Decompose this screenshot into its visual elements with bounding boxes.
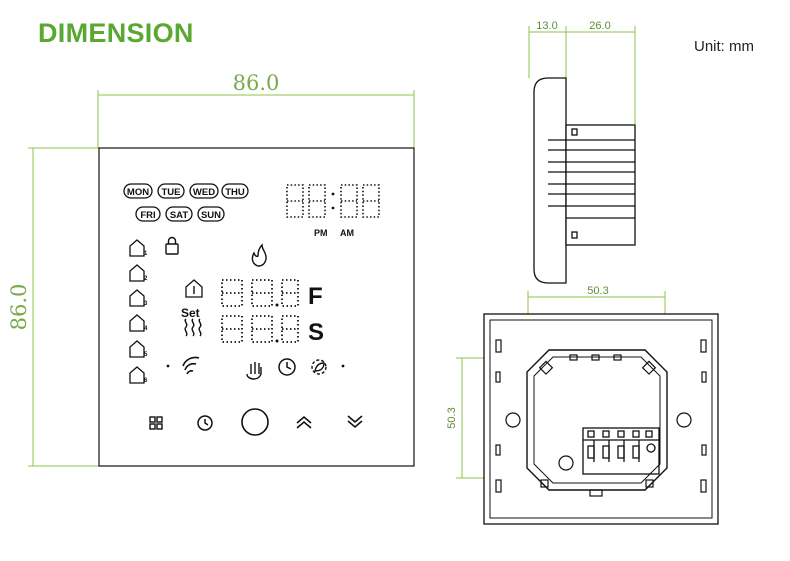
temperature-digits: [221, 279, 299, 343]
temp-unit-s: S: [308, 319, 324, 346]
back-view: 50.3 50.3: [446, 285, 719, 525]
day-fri: FRI: [140, 210, 155, 221]
day-sun: SUN: [201, 210, 221, 221]
day-mon: MON: [127, 187, 149, 198]
clock-digits: [286, 184, 380, 218]
terminal-block: [582, 427, 660, 475]
side-view: 13.0 26.0: [528, 20, 636, 284]
unit-label: Unit: mm: [694, 38, 754, 55]
svg-text:5: 5: [144, 352, 148, 358]
pm-label: PM: [314, 228, 328, 238]
temp-unit-f: F: [308, 283, 323, 310]
back-width-label: 50.3: [587, 285, 608, 297]
mode-icons: [129, 239, 145, 384]
am-label: AM: [340, 228, 354, 238]
leaf-icon: [311, 359, 327, 375]
wifi-icon: [182, 356, 200, 375]
page-title: DIMENSION: [38, 18, 194, 48]
front-view: 86.0 86.0 MON TUE WED THU FRI SAT SUN: [7, 71, 415, 467]
flame-icon: [251, 243, 267, 267]
power-button[interactable]: [241, 408, 269, 436]
back-height-label: 50.3: [446, 407, 458, 428]
lock-icon: [165, 236, 179, 255]
clock-button[interactable]: [197, 415, 213, 431]
hand-icon: [246, 362, 262, 380]
day-tue: TUE: [162, 187, 181, 198]
heat-icon: [184, 318, 202, 337]
svg-text:6: 6: [144, 378, 148, 384]
day-thu: THU: [225, 187, 245, 198]
set-label: Set: [181, 306, 200, 320]
day-wed: WED: [193, 187, 215, 198]
front-height-label: 86.0: [7, 284, 31, 331]
svg-text:3: 3: [144, 301, 148, 307]
side-dim-a: 13.0: [536, 20, 557, 32]
down-button[interactable]: [347, 415, 363, 429]
front-width-label: 86.0: [233, 71, 280, 95]
up-button[interactable]: [296, 415, 312, 429]
side-dim-b: 26.0: [589, 20, 610, 32]
svg-text:4: 4: [144, 326, 148, 332]
clock-icon: [278, 358, 296, 376]
day-sat: SAT: [170, 210, 188, 221]
svg-text:2: 2: [144, 276, 148, 282]
svg-text:1: 1: [144, 251, 148, 257]
menu-button[interactable]: [149, 416, 163, 430]
